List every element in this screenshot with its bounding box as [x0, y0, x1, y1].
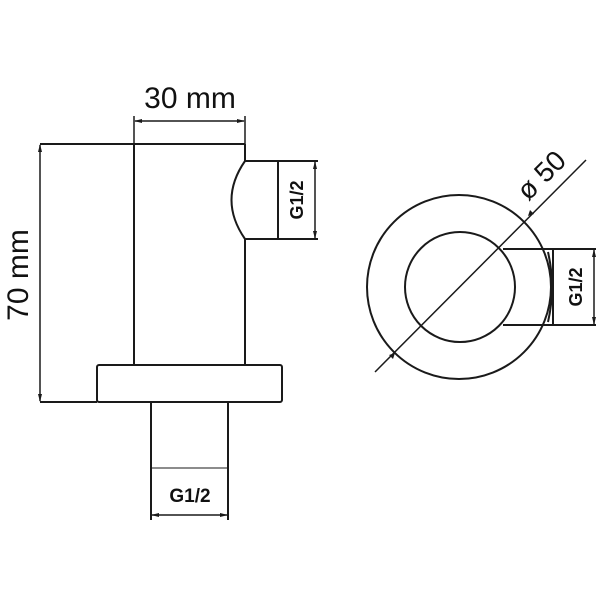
inner-circle	[404, 231, 516, 343]
flange	[96, 364, 283, 403]
diameter-label: ø 50	[511, 145, 573, 207]
diameter-arrow-bottom	[389, 353, 395, 359]
side-outlet-label: G1/2	[287, 180, 307, 219]
top-outlet-label: G1/2	[566, 267, 586, 306]
height-label: 70 mm	[2, 229, 35, 321]
diameter-arrow-top	[528, 210, 534, 216]
side-view	[38, 116, 318, 520]
bottom-thread-label: G1/2	[169, 486, 210, 507]
top-view	[366, 159, 596, 380]
diameter-line	[374, 159, 587, 373]
outlet-end-curve	[547, 251, 553, 323]
width-label: 30 mm	[144, 82, 236, 115]
side-outlet-curve	[230, 160, 246, 240]
